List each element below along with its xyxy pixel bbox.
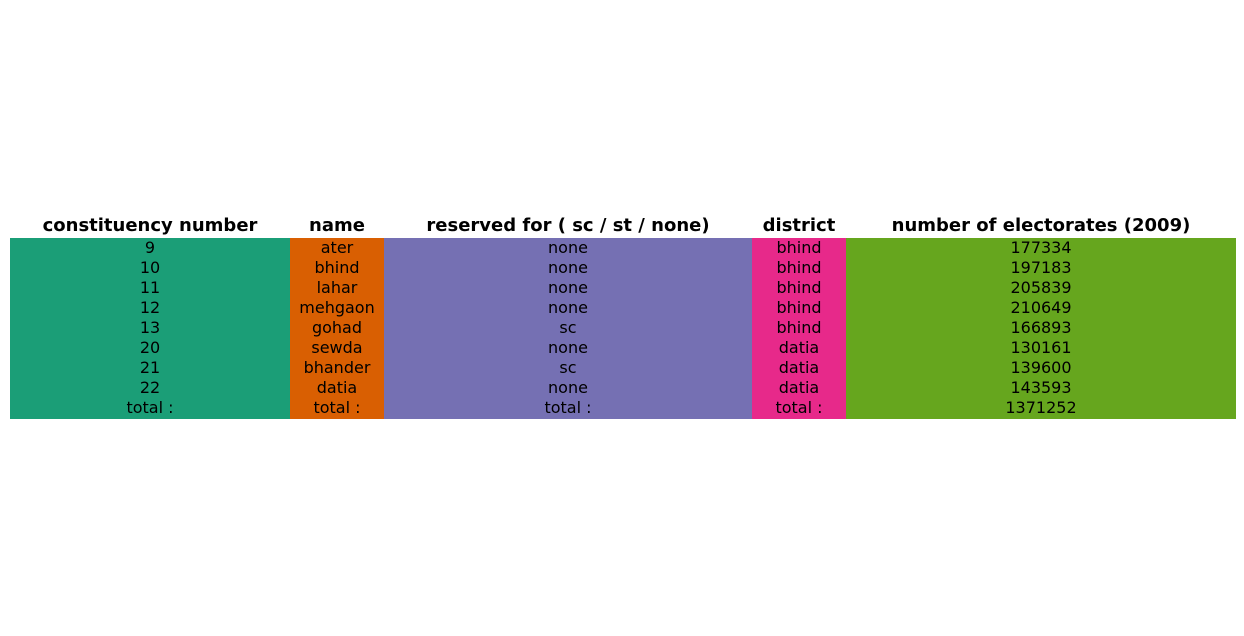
table-cell: total : bbox=[544, 398, 592, 417]
table-cell: 143593 bbox=[1010, 378, 1072, 397]
table-cell: datia bbox=[778, 378, 820, 397]
column-header: district bbox=[752, 213, 846, 238]
table-cell: bhind bbox=[776, 258, 822, 277]
table-cell: none bbox=[548, 298, 588, 317]
table-cell: total : bbox=[775, 398, 823, 417]
table-cell: 20 bbox=[139, 338, 161, 357]
table-cell: bhind bbox=[776, 298, 822, 317]
table-cell: gohad bbox=[311, 318, 363, 337]
table-cell: lahar bbox=[316, 278, 358, 297]
table-cell: none bbox=[548, 278, 588, 297]
table-cell: none bbox=[548, 338, 588, 357]
table-cell: 21 bbox=[139, 358, 161, 377]
column-header: constituency number bbox=[10, 213, 290, 238]
table-cell: datia bbox=[778, 358, 820, 377]
table-cell: 22 bbox=[139, 378, 161, 397]
column-header: name bbox=[290, 213, 384, 238]
table-cell: ater bbox=[320, 238, 354, 257]
table-cell: datia bbox=[778, 338, 820, 357]
table-cell: 166893 bbox=[1010, 318, 1072, 337]
table-cell: 9 bbox=[144, 238, 156, 257]
table-cell: 10 bbox=[139, 258, 161, 277]
table-cell: 197183 bbox=[1010, 258, 1072, 277]
table-cell: 177334 bbox=[1010, 238, 1072, 257]
table-cell: bhind bbox=[776, 238, 822, 257]
table-cell: 13 bbox=[139, 318, 161, 337]
table-cell: bhind bbox=[314, 258, 360, 277]
table-cell: 205839 bbox=[1010, 278, 1072, 297]
table-cell: bhind bbox=[776, 318, 822, 337]
table-cell: datia bbox=[316, 378, 358, 397]
table-cell: sc bbox=[559, 358, 577, 377]
table-cell: none bbox=[548, 378, 588, 397]
table-cell: none bbox=[548, 258, 588, 277]
table-cell: 210649 bbox=[1010, 298, 1072, 317]
table-cell: bhind bbox=[776, 278, 822, 297]
table-cell: sc bbox=[559, 318, 577, 337]
table-cell: total : bbox=[126, 398, 174, 417]
table-cell: sewda bbox=[311, 338, 363, 357]
table-cell: 1371252 bbox=[1005, 398, 1077, 417]
table-cell: 130161 bbox=[1010, 338, 1072, 357]
table-cell: 11 bbox=[139, 278, 161, 297]
column-header: reserved for ( sc / st / none) bbox=[384, 213, 752, 238]
table-cell: none bbox=[548, 238, 588, 257]
table-cell: bhander bbox=[303, 358, 371, 377]
table-cell: 139600 bbox=[1010, 358, 1072, 377]
column-header: number of electorates (2009) bbox=[846, 213, 1236, 238]
table-cell: mehgaon bbox=[299, 298, 375, 317]
table-cell: 12 bbox=[139, 298, 161, 317]
table-cell: total : bbox=[313, 398, 361, 417]
